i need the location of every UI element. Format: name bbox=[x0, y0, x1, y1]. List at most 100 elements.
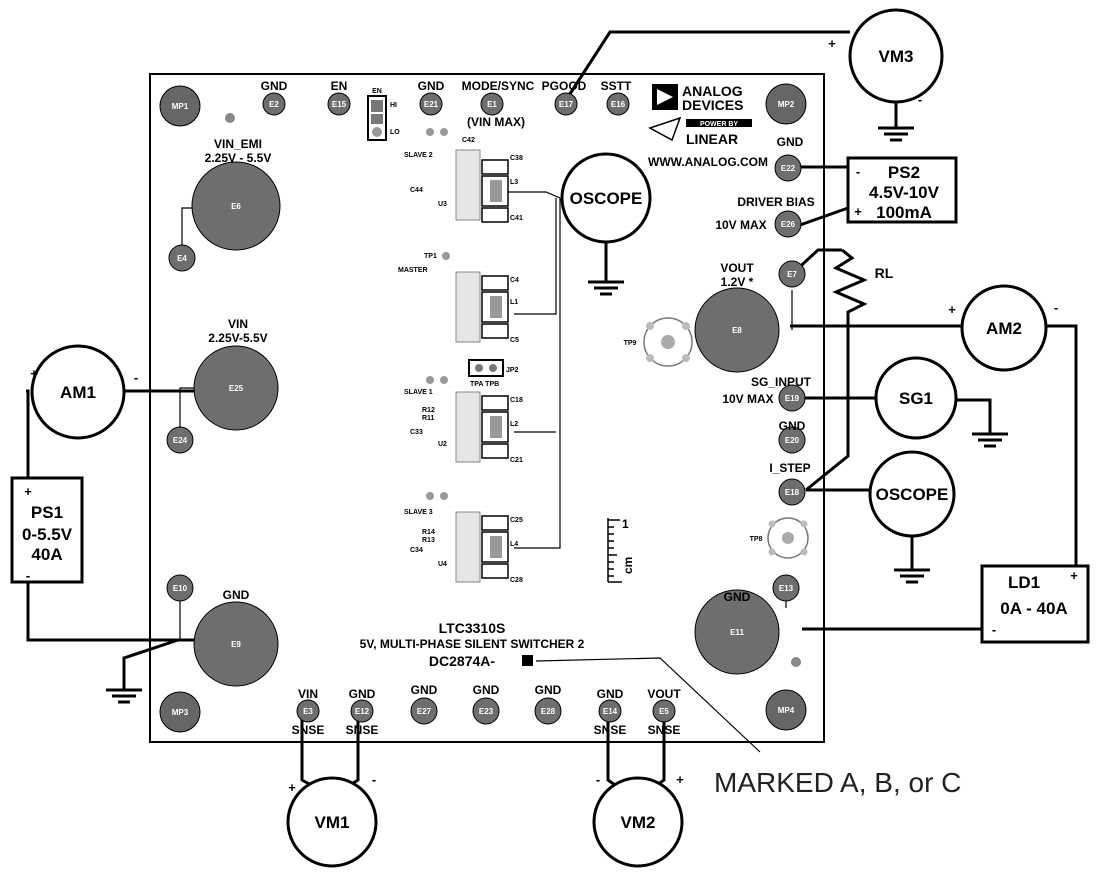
label-vin-max: (VIN MAX) bbox=[467, 115, 525, 129]
label-gnd-top-1: GND bbox=[261, 79, 288, 93]
label-e5: E5 bbox=[659, 707, 669, 716]
instrument-oscope-1 bbox=[560, 152, 652, 244]
label-ps2-current: 100mA bbox=[876, 203, 932, 222]
instrument-ps1 bbox=[10, 476, 84, 584]
terminal-e7 bbox=[778, 260, 806, 288]
board-title: LTC3310S 5V, MULTI-PHASE SILENT SWITCHER… bbox=[360, 620, 585, 669]
label-oscope-2: OSCOPE bbox=[876, 485, 949, 504]
label-vin: VIN bbox=[228, 317, 248, 331]
terminal-e16 bbox=[606, 92, 630, 116]
label-gnd-right-top: GND bbox=[777, 135, 804, 149]
terminal-e9 bbox=[193, 601, 279, 687]
mounting-hole-mp2 bbox=[765, 83, 807, 125]
terminal-e23 bbox=[472, 697, 500, 725]
label-bottom-gnd-3: GND bbox=[473, 683, 500, 697]
svg-text:-: - bbox=[134, 370, 138, 385]
svg-text:+: + bbox=[30, 366, 38, 381]
terminal-e27 bbox=[410, 697, 438, 725]
label-e13: E13 bbox=[779, 584, 794, 593]
label-am2: AM2 bbox=[986, 319, 1022, 338]
label-mode-sync: MODE/SYNC bbox=[462, 79, 535, 93]
terminal-e26 bbox=[774, 210, 802, 238]
svg-text:-: - bbox=[918, 92, 922, 107]
board-description: 5V, MULTI-PHASE SILENT SWITCHER 2 bbox=[360, 637, 585, 651]
instrument-vm2 bbox=[592, 776, 684, 868]
label-e6: E6 bbox=[231, 202, 241, 211]
mounting-hole-mp4 bbox=[765, 689, 807, 731]
label-snse-2: SNSE bbox=[346, 723, 379, 737]
terminal-e4 bbox=[168, 244, 196, 272]
instruments bbox=[10, 8, 1090, 868]
right-silkscreen: GND DRIVER BIAS 10V MAX VOUT 1.2V * SG_I… bbox=[715, 135, 814, 604]
terminal-e19 bbox=[778, 384, 806, 412]
label-r14: R14 bbox=[422, 529, 435, 536]
label-tpa-tpb: TPA TPB bbox=[470, 381, 499, 388]
terminal-labels: MP1 MP2 MP3 MP4 E6 E25 E9 E8 E11 E2 E15 … bbox=[172, 100, 800, 717]
top-silkscreen: GND EN GND MODE/SYNC PGOOD SSTT (VIN MAX… bbox=[261, 79, 632, 129]
label-e3: E3 bbox=[303, 707, 313, 716]
label-i-step: I_STEP bbox=[769, 461, 810, 475]
label-e12: E12 bbox=[355, 707, 370, 716]
label-rl: RL bbox=[875, 265, 894, 281]
label-u4: U4 bbox=[438, 561, 447, 568]
label-jp-hi: HI bbox=[390, 102, 397, 109]
label-c28: C28 bbox=[510, 577, 523, 584]
label-e19: E19 bbox=[785, 394, 800, 403]
label-driver-bias: DRIVER BIAS bbox=[737, 195, 814, 209]
logo-line-2: DEVICES bbox=[682, 97, 743, 113]
terminal-e21 bbox=[419, 92, 443, 116]
label-e2: E2 bbox=[269, 100, 279, 109]
label-bottom-vin: VIN bbox=[298, 687, 318, 701]
label-ps1: PS1 bbox=[31, 503, 63, 522]
channel-labels: SLAVE 2 MASTER SLAVE 1 SLAVE 3 TP1 JP2 T… bbox=[398, 137, 523, 584]
svg-text:+: + bbox=[828, 36, 836, 51]
label-jp-lo: LO bbox=[390, 129, 400, 136]
label-gnd-left: GND bbox=[223, 588, 250, 602]
label-vin-emi: VIN_EMI bbox=[214, 137, 262, 151]
polarity-markers: + - - + + - + - + - + - + - - + bbox=[24, 36, 1078, 795]
terminal-e24 bbox=[166, 426, 194, 454]
label-pgood: PGOOD bbox=[542, 79, 587, 93]
label-r11: R11 bbox=[422, 415, 435, 422]
en-jumper: EN HI LO bbox=[367, 88, 400, 141]
instrument-labels: VM3 OSCOPE AM2 SG1 OSCOPE AM1 VM1 VM2 PS… bbox=[22, 47, 1068, 832]
logo-line-1: ANALOG bbox=[682, 83, 743, 99]
svg-text:-: - bbox=[992, 622, 996, 637]
label-l1: L1 bbox=[510, 299, 518, 306]
part-number: LTC3310S bbox=[439, 620, 506, 636]
label-sstt: SSTT bbox=[601, 79, 632, 93]
bottom-silkscreen: VIN GND GND GND GND GND VOUT SNSE SNSE S… bbox=[292, 683, 682, 737]
label-gnd-top-2: GND bbox=[418, 79, 445, 93]
instrument-vm1 bbox=[286, 776, 378, 868]
svg-text:-: - bbox=[372, 772, 376, 787]
terminal-e3 bbox=[296, 699, 320, 723]
svg-text:+: + bbox=[24, 484, 32, 499]
label-bottom-gnd-4: GND bbox=[535, 683, 562, 697]
label-e26: E26 bbox=[781, 220, 796, 229]
label-e17: E17 bbox=[559, 100, 574, 109]
label-10v-max: 10V MAX bbox=[715, 218, 766, 232]
terminal-e18 bbox=[778, 478, 806, 506]
label-tp1: TP1 bbox=[424, 253, 437, 260]
terminal-e28 bbox=[534, 697, 562, 725]
label-am1: AM1 bbox=[60, 383, 96, 402]
terminal-e14 bbox=[598, 699, 622, 723]
cm-scale bbox=[607, 518, 622, 583]
label-mp4: MP4 bbox=[778, 706, 795, 715]
channel-strip bbox=[426, 128, 509, 583]
label-sg1: SG1 bbox=[899, 389, 933, 408]
label-bottom-vout: VOUT bbox=[647, 687, 681, 701]
instrument-am2 bbox=[960, 284, 1048, 372]
label-oscope-1: OSCOPE bbox=[570, 189, 643, 208]
terminal-e15 bbox=[327, 92, 351, 116]
svg-text:-: - bbox=[596, 772, 600, 787]
terminal-e22 bbox=[774, 154, 802, 182]
terminal-e12 bbox=[350, 699, 374, 723]
label-e1: E1 bbox=[487, 100, 497, 109]
terminal-e25 bbox=[193, 345, 279, 431]
terminal-e8 bbox=[694, 287, 780, 373]
label-c5: C5 bbox=[510, 337, 519, 344]
label-ps1-range: 0-5.5V bbox=[22, 525, 73, 544]
svg-text:+: + bbox=[288, 780, 296, 795]
label-r13: R13 bbox=[422, 537, 435, 544]
